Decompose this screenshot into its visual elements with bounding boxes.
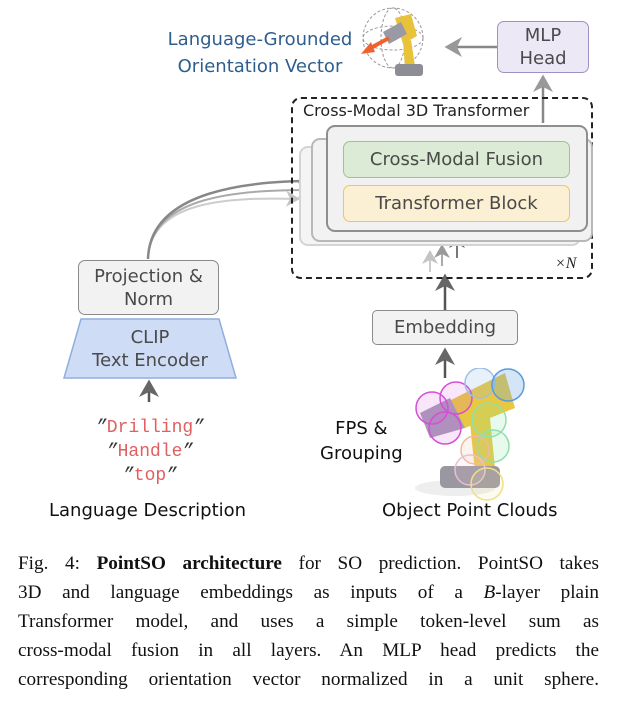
embedding-block: Embedding [372, 310, 518, 345]
object-point-clouds-label: Object Point Clouds [382, 500, 558, 521]
token-top: ”top” [122, 466, 178, 486]
language-tokens: ”Drilling” ”Handle” ”top” [60, 416, 240, 488]
cross-modal-fusion-label: Cross-Modal Fusion [369, 149, 544, 170]
mlp-head-block: MLP Head [497, 21, 589, 73]
clip-line1: CLIP [130, 327, 170, 348]
mlp-head-line2: Head [519, 48, 567, 69]
clip-encoder-shape [63, 318, 237, 379]
caption-line-4: cross-modal fusion in all layers. An MLP… [18, 640, 599, 661]
drill-pointcloud-with-groups-icon [415, 368, 525, 501]
fps-line2: Grouping [320, 443, 403, 464]
output-label-line1: Language-Grounded [167, 29, 353, 50]
drill-with-orientation-sphere-icon [361, 7, 424, 76]
caption-bold-title: PointSO architecture [96, 553, 282, 574]
transformer-block: Transformer Block [343, 185, 570, 222]
clip-line2: Text Encoder [92, 350, 208, 371]
output-label: Language-Grounded Orientation Vector [150, 26, 370, 80]
caption-line-1: Fig. 4: PointSO architecture for SO pred… [18, 553, 599, 574]
pointso-architecture-diagram: Language-Grounded Orientation Vector MLP… [49, 7, 593, 521]
token-drilling: ”Drilling” [95, 418, 205, 438]
arrow-text-to-layer1 [146, 170, 327, 260]
fps-grouping-label: FPS & Grouping [320, 416, 403, 466]
language-description-label: Language Description [49, 500, 247, 521]
mlp-head-line1: MLP [524, 25, 562, 46]
projection-norm-block: Projection & Norm [78, 260, 219, 315]
figure-caption: Fig. 4: PointSO architecture for SO pred… [18, 549, 599, 694]
clip-text-encoder-block: CLIP Text Encoder [62, 320, 238, 378]
cross-modal-fusion-block: Cross-Modal Fusion [343, 141, 570, 178]
caption-line-5: corresponding orientation vector normali… [18, 669, 599, 690]
projection-line1: Projection & [94, 265, 203, 287]
fps-line1: FPS & [335, 418, 388, 439]
transformer-container-label: Cross-Modal 3D Transformer [303, 101, 530, 120]
token-handle: ”Handle” [106, 442, 194, 462]
arrow-text-to-layer3 [147, 190, 300, 260]
transformer-block-label: Transformer Block [375, 193, 538, 214]
connector-layer [139, 37, 553, 402]
repeat-n-label: ×N [555, 255, 577, 272]
embedding-label: Embedding [393, 317, 497, 338]
projection-line2: Norm [123, 288, 174, 310]
output-label-line2: Orientation Vector [177, 56, 343, 77]
caption-line-3: Transformer model, and uses a simple tok… [18, 611, 599, 632]
caption-line-2: 3D and language embeddings as inputs of … [18, 582, 599, 603]
